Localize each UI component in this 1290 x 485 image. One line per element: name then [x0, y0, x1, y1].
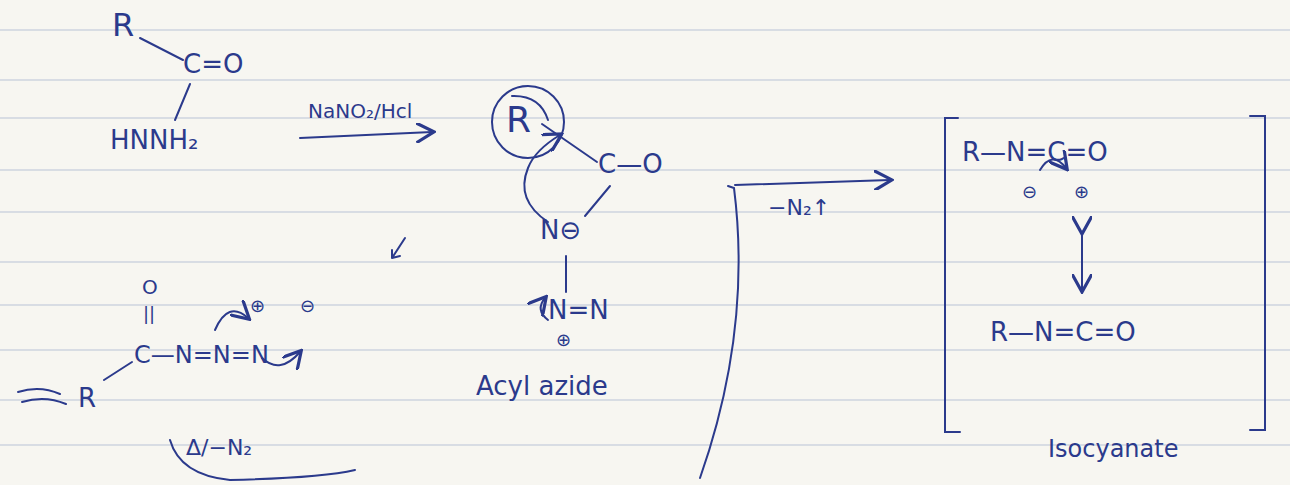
- compound-name: Isocyanate: [1048, 436, 1178, 462]
- isocyanate-resonance: R—N=C=O: [962, 138, 1108, 167]
- carbonyl: C—O: [598, 150, 663, 179]
- charge: ⊕: [1074, 182, 1089, 202]
- isocyanate-structure: R—N=C=O: [990, 318, 1136, 347]
- loss-label: −N₂↑: [768, 196, 830, 220]
- carbonyl: C=O: [183, 50, 243, 79]
- group-r: R: [78, 384, 96, 413]
- oxygen-atom: O: [142, 276, 158, 298]
- charge: ⊕: [556, 330, 571, 350]
- loss-label: Δ/−N₂: [186, 436, 252, 460]
- charge: ⊖: [1022, 182, 1037, 202]
- nitrogen-anion: N⊖: [540, 216, 581, 245]
- reagent: NaNO₂/Hcl: [308, 100, 412, 122]
- azide-chain: C—N=N=N: [134, 342, 269, 368]
- compound-name: Acyl azide: [476, 372, 608, 401]
- charge: ⊕: [250, 296, 265, 316]
- group-r: R: [506, 100, 531, 140]
- double-bond: ||: [143, 304, 155, 324]
- charge: ⊖: [300, 296, 315, 316]
- group-r: R: [112, 8, 134, 43]
- diazo-group: N=N: [548, 296, 609, 325]
- hydrazide-group: HNNH₂: [110, 126, 198, 155]
